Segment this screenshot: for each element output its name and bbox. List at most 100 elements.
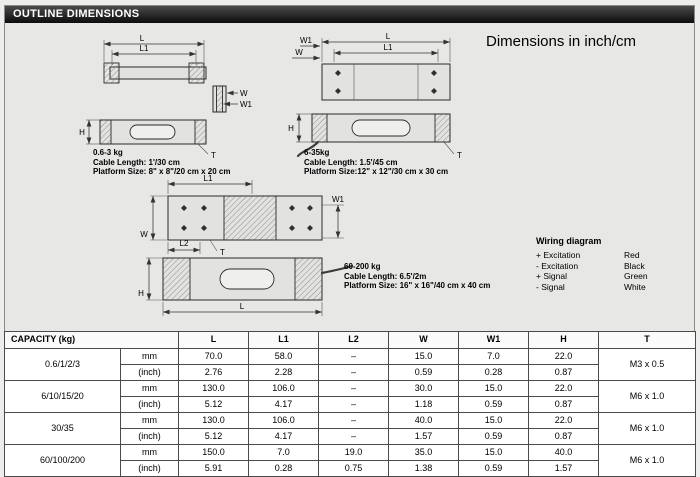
large-side-view [162,257,354,301]
thread-cell: M6 x 1.0 [598,380,697,413]
value-cell: 40.0 [388,412,460,429]
value-cell: 7.0 [458,348,530,365]
value-cell: 0.87 [528,396,600,413]
value-cell: – [318,364,390,381]
small-end-view-inner [216,85,223,113]
value-cell: 30.0 [388,380,460,397]
dim-label-T: T [220,248,225,257]
small-side-hatch-left [99,119,112,145]
capacity-cell: 30/35 [4,412,121,445]
value-cell: 0.28 [458,364,530,381]
wiring-color: Black [624,260,645,271]
value-cell: 1.57 [388,428,460,445]
bolt-holes-left [335,70,341,94]
caption-small: 0.6-3 kg Cable Length: 1'/30 cm Platform… [93,148,230,177]
small-top-view [103,62,207,84]
unit-cell: (inch) [119,396,180,413]
header-W1: W1 [458,331,530,349]
dim-label-T: T [211,151,216,160]
caption-large: 60-200 kg Cable Length: 6.5'/2m Platform… [344,262,490,291]
value-cell: 22.0 [528,348,600,365]
unit-cell: (inch) [119,460,180,477]
wiring-row: + Excitation Red [536,250,648,261]
medium-side-hatch-left [311,113,328,143]
units-note: Dimensions in inch/cm [486,33,637,50]
value-cell: – [318,428,390,445]
wiring-signal: + Excitation [536,250,581,260]
wiring-row: + Signal Green [536,271,648,282]
dim-label-W1: W1 [300,36,313,45]
value-cell: 2.76 [178,364,250,381]
small-side-hatch-right [194,119,207,145]
wiring-row: - Excitation Black [536,261,648,272]
bolt-holes-left [181,205,207,231]
value-cell: 22.0 [528,412,600,429]
medium-top-view [321,63,451,101]
wiring-color: Red [624,250,640,260]
wiring-title: Wiring diagram [536,236,602,246]
dim-label-L: L [386,32,391,41]
caption-cable-length: Cable Length: 1.5'/45 cm [304,157,398,167]
caption-medium: 6-35kg Cable Length: 1.5'/45 cm Platform… [304,148,448,177]
thread-cell: M6 x 1.0 [598,412,697,445]
wiring-diagram: Wiring diagram + Excitation Red - Excita… [536,236,648,292]
value-cell: 5.91 [178,460,250,477]
value-cell: 1.57 [528,460,600,477]
bolt-holes-right [431,70,437,94]
value-cell: 0.87 [528,364,600,381]
unit-cell: mm [119,412,180,429]
header-H: H [528,331,600,349]
value-cell: 15.0 [388,348,460,365]
bolt-holes-right [289,205,313,231]
unit-cell: mm [119,380,180,397]
drawing-large-loadcell: L1 W L2 T W1 H L [138,174,354,316]
value-cell: – [318,412,390,429]
dim-label-L2: L2 [180,239,189,248]
header-W: W [388,331,460,349]
outline-drawings-canvas: L L1 H W W1 T [79,32,462,316]
value-cell: 1.38 [388,460,460,477]
value-cell: 58.0 [248,348,320,365]
header-L1: L1 [248,331,320,349]
value-cell: 1.18 [388,396,460,413]
unit-cell: (inch) [119,364,180,381]
large-side-hatch-left [162,257,191,301]
value-cell: 15.0 [458,412,530,429]
caption-capacity-range: 0.6-3 kg [93,148,123,157]
dim-label-W: W [295,48,303,57]
value-cell: 5.12 [178,428,250,445]
value-cell: 106.0 [248,412,320,429]
dim-label-W1: W1 [240,100,253,109]
unit-cell: (inch) [119,428,180,445]
drawing-small-loadcell: L L1 H W W1 T [79,34,252,160]
dim-label-L1: L1 [204,174,213,183]
table-row: (inch) 5.12 4.17 – 1.57 0.59 0.87 [5,428,696,445]
caption-platform-size: Platform Size: 16" x 16"/40 cm x 40 cm [344,281,491,290]
unit-cell: mm [119,444,180,461]
value-cell: 35.0 [388,444,460,461]
value-cell: 106.0 [248,380,320,397]
value-cell: 130.0 [178,380,250,397]
value-cell: 15.0 [458,444,530,461]
table-header-row: CAPACITY (kg) L L1 L2 W W1 H T [3,331,697,349]
unit-cell: mm [119,348,180,365]
wiring-signal: - Excitation [536,260,579,271]
small-extension-lines [86,40,209,155]
small-end-view: W W1 [212,85,253,113]
large-top-hatch-center [223,195,277,241]
caption-cable-length: Cable Length: 6.5'/2m [344,271,427,281]
value-cell: 0.59 [458,460,530,477]
table-row: 60/100/200 mm 150.0 7.0 19.0 35.0 15.0 4… [4,444,697,477]
small-end-block-left [103,62,120,84]
medium-cable [296,140,320,158]
header-T: T [598,331,697,349]
header-L2: L2 [318,331,390,349]
small-flexure-slot [129,124,176,140]
value-cell: 19.0 [318,444,390,461]
dim-label-H: H [288,124,294,133]
value-cell: 22.0 [528,380,600,397]
dim-label-L: L [140,34,145,43]
large-side-hatch-right [294,257,323,301]
value-cell: 15.0 [458,380,530,397]
drawing-medium-loadcell: L L1 W1 W H T [288,32,462,160]
